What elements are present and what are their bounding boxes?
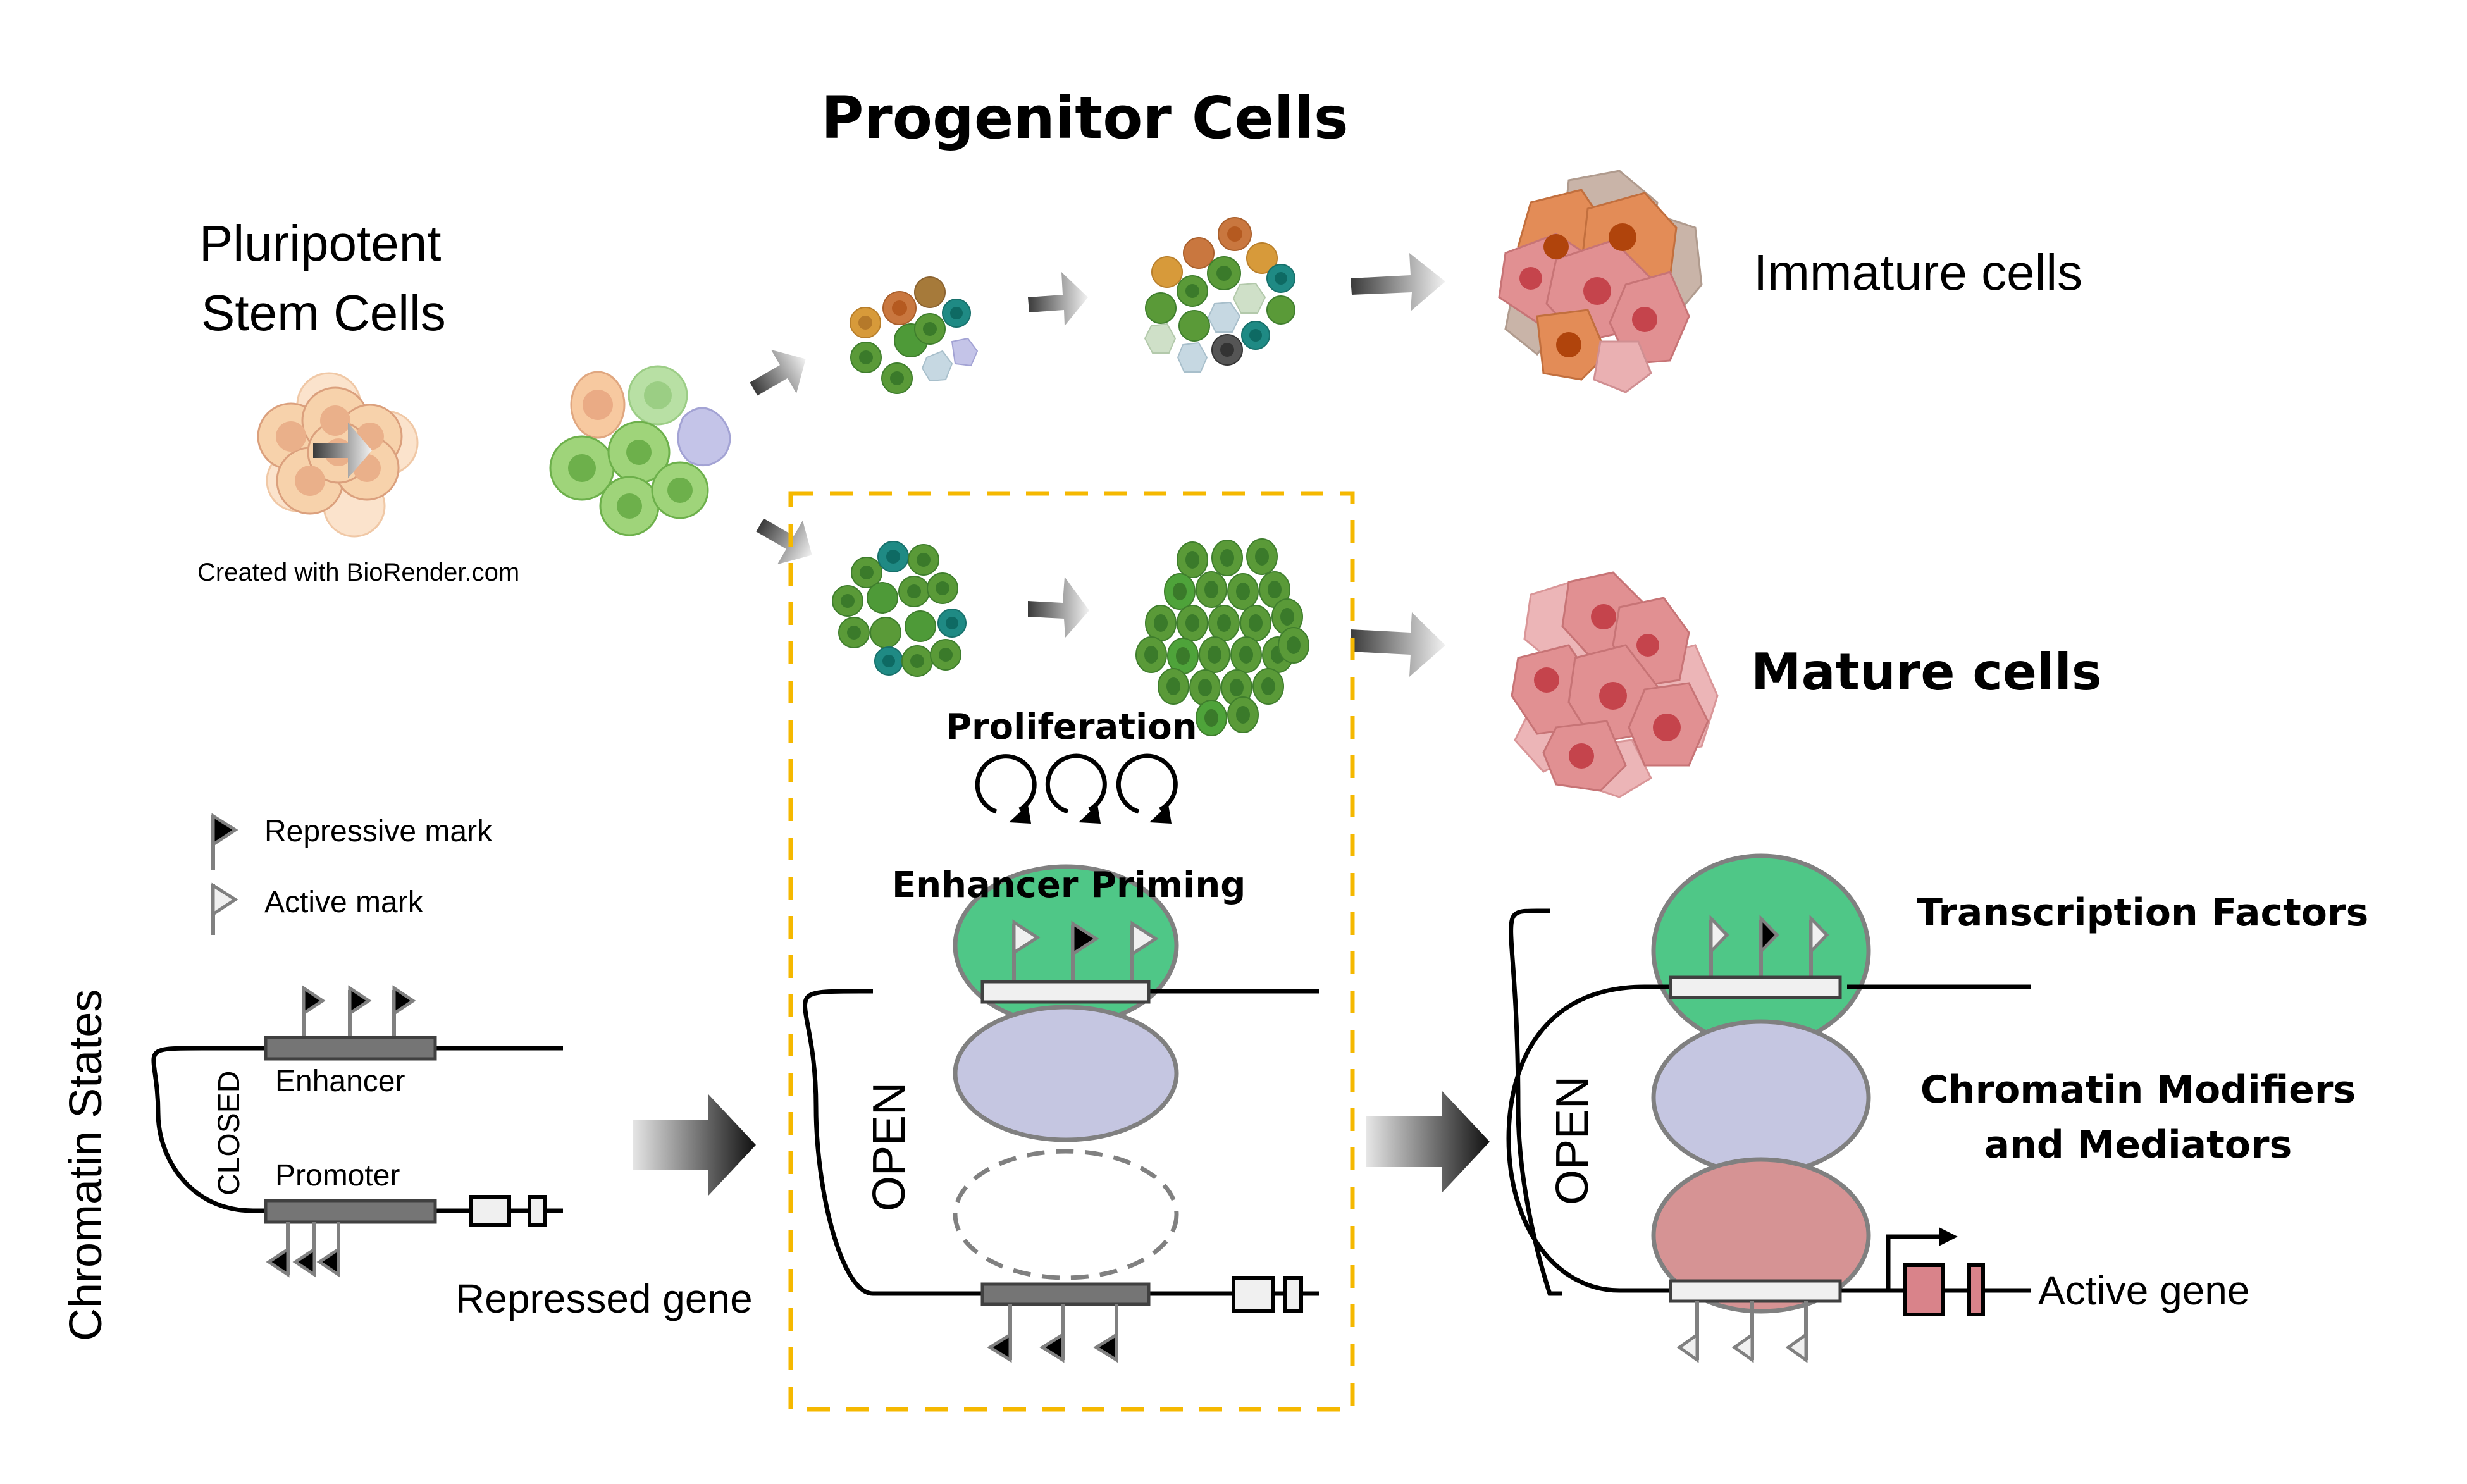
chromatin-modifiers-label-line2: and Mediators xyxy=(1984,1123,2292,1167)
enhancer-priming-label: Enhancer Priming xyxy=(892,865,1246,906)
promoter-repressive-marks xyxy=(266,1222,340,1278)
mature-cell-cluster xyxy=(1511,571,1719,798)
flow-arrow-down xyxy=(756,518,812,565)
progenitor-cluster-mixed-2 xyxy=(1144,217,1295,373)
flow-arrow xyxy=(1028,272,1088,326)
closed-chromatin-diagram: Enhancer CLOSED Promoter Repressed gene xyxy=(151,985,753,1321)
chromatin-modifiers-label-line1: Chromatin Modifiers xyxy=(1920,1068,2356,1112)
primed-enhancer-region xyxy=(980,980,1151,1004)
mediator-blob xyxy=(1651,1157,1871,1314)
cell-nucleus xyxy=(1208,646,1221,664)
repressive-mark-icon xyxy=(211,813,238,870)
primed-enhancer-marks xyxy=(1012,919,1159,987)
early-lineage-cell-cluster xyxy=(549,365,731,536)
cell-nucleus xyxy=(1280,608,1294,626)
active-exon xyxy=(1903,1263,1945,1316)
progenitor-cluster-green-2 xyxy=(1135,538,1309,736)
cell-nucleus xyxy=(1268,581,1282,598)
enhancer-repressive-marks xyxy=(302,985,416,1044)
active-gene-label: Active gene xyxy=(2038,1268,2249,1313)
primed-chromatin-diagram: Proliferation Enhancer Priming OPEN xyxy=(803,707,1319,1363)
pluripotent-title-line2: Stem Cells xyxy=(201,285,446,341)
cell-nucleus xyxy=(1220,549,1234,567)
enhancer-label: Enhancer xyxy=(275,1065,405,1098)
cell-nucleus xyxy=(1261,677,1275,695)
promoter-label: Promoter xyxy=(275,1159,400,1192)
proliferation-cycle-icons xyxy=(975,753,1178,824)
immature-cell-cluster xyxy=(1498,170,1703,393)
legend-active-label: Active mark xyxy=(264,886,424,919)
chromatin-modifier-blob xyxy=(953,1005,1179,1142)
progenitor-cluster-mixed-1 xyxy=(850,276,979,394)
flow-arrow xyxy=(1028,577,1089,638)
repressed-gene-label: Repressed gene xyxy=(455,1276,753,1321)
cell-nucleus xyxy=(1144,646,1158,664)
flow-arrow xyxy=(313,423,372,478)
absent-mediator-placeholder xyxy=(953,1149,1179,1280)
cell-nucleus xyxy=(1236,583,1250,600)
active-chromatin-diagram: OPEN Transcription Factors Chromatin Mod… xyxy=(1506,853,2368,1363)
immature-cells-label: Immature cells xyxy=(1753,244,2082,300)
cell-nucleus xyxy=(1173,583,1187,600)
exon xyxy=(1283,1276,1303,1313)
cell-nucleus xyxy=(1154,614,1168,632)
cell-nucleus xyxy=(1236,706,1250,724)
enhancer-priming-highlight-box xyxy=(788,491,1355,1412)
cell-nucleus xyxy=(1166,677,1180,695)
flow-arrow xyxy=(1351,612,1445,677)
primed-promoter-marks xyxy=(987,1304,1118,1363)
enhancer-region xyxy=(264,1036,437,1061)
exon xyxy=(469,1195,511,1227)
mature-cells-label: Mature cells xyxy=(1751,643,2102,702)
active-open-loop-label: OPEN xyxy=(1547,1076,1598,1205)
cell-nucleus xyxy=(1185,551,1199,569)
cell-nucleus xyxy=(1198,679,1212,696)
closed-loop-label: CLOSED xyxy=(213,1071,246,1196)
cell-nucleus xyxy=(1204,709,1218,727)
biorender-credit: Created with BioRender.com xyxy=(197,559,519,586)
legend: Repressive mark Active mark xyxy=(211,813,493,935)
legend-repressive-label: Repressive mark xyxy=(264,815,493,848)
exon xyxy=(528,1195,547,1227)
active-exon xyxy=(1967,1263,1985,1316)
transcription-factors-label: Transcription Factors xyxy=(1917,891,2368,935)
cell-nucleus xyxy=(1255,548,1269,566)
primed-promoter-region xyxy=(980,1282,1151,1306)
exon xyxy=(1232,1276,1275,1313)
progenitor-cluster-green-1 xyxy=(832,541,967,677)
promoter-region xyxy=(264,1199,437,1224)
cell-nucleus xyxy=(1287,636,1301,654)
cell-nucleus xyxy=(1249,614,1263,632)
cell-nucleus xyxy=(1217,614,1231,632)
pluripotent-title-line1: Pluripotent xyxy=(199,215,441,271)
flow-arrow xyxy=(1351,253,1445,311)
active-enhancer-region xyxy=(1669,975,1842,999)
active-promoter-region xyxy=(1669,1279,1842,1303)
cell-nucleus xyxy=(1239,646,1253,664)
primed-open-loop-label: OPEN xyxy=(864,1082,915,1211)
active-enhancer-marks xyxy=(1709,914,1829,984)
transcription-start-arrow-icon xyxy=(1886,1227,1958,1290)
transition-arrow xyxy=(633,1094,756,1196)
cell-nucleus xyxy=(1185,614,1199,632)
transition-arrow xyxy=(1366,1091,1490,1192)
flow-arrow-up xyxy=(750,349,806,396)
chromatin-states-label: Chromatin States xyxy=(61,989,111,1341)
cell-nucleus xyxy=(1204,581,1218,598)
active-promoter-marks xyxy=(1676,1301,1808,1363)
chromatin-modifier-blob xyxy=(1651,1019,1871,1176)
progenitor-cells-title: Progenitor Cells xyxy=(821,84,1349,152)
cell-nucleus xyxy=(1230,679,1244,696)
proliferation-label: Proliferation xyxy=(946,707,1197,748)
active-mark-icon xyxy=(211,882,238,935)
cell-nucleus xyxy=(1176,647,1190,665)
